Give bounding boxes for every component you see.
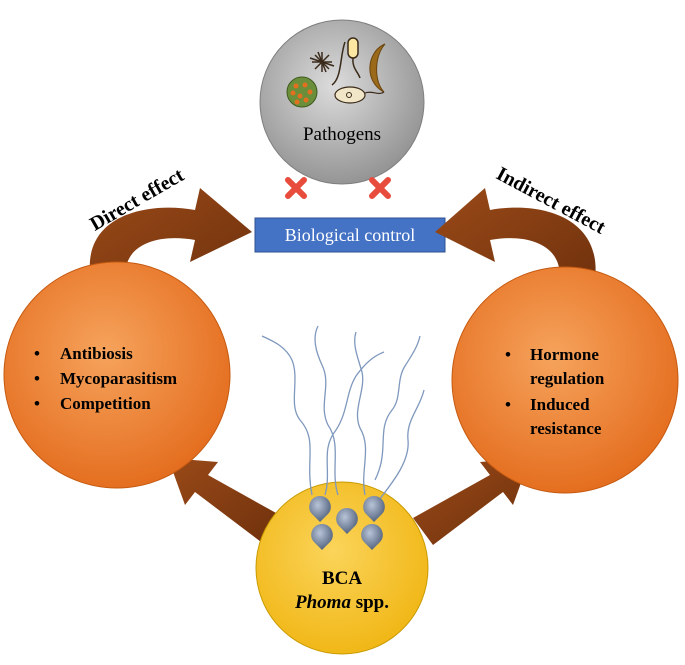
hypha-icon [331, 37, 361, 86]
mechanism-item: regulation [530, 369, 605, 388]
biological-control-label: Biological control [285, 225, 415, 245]
mechanism-item: Competition [60, 394, 151, 413]
left-arrow [168, 458, 285, 545]
mechanism-item: Antibiosis [60, 344, 133, 363]
bullet: • [34, 394, 40, 413]
spore-cluster-icon [286, 76, 318, 108]
indirect-effect-arrow [435, 188, 596, 295]
mechanism-item: Induced [530, 395, 590, 414]
mechanism-item: Mycoparasitism [60, 369, 177, 388]
bca-spp: spp. [351, 592, 389, 613]
bullet: • [34, 344, 40, 363]
bullet: • [505, 395, 511, 414]
bullet: • [505, 345, 511, 364]
oval-cell-icon [334, 86, 385, 104]
bca-node: BCA Phoma spp. [255, 481, 429, 655]
mechanism-item: resistance [530, 419, 602, 438]
pathogens-node: Pathogens [259, 19, 425, 185]
bca-species-label: Phoma spp. [294, 592, 389, 613]
cross-icon [285, 177, 307, 199]
spore-bulb-icon [309, 496, 385, 550]
bullet: • [34, 369, 40, 388]
biological-control-box: Biological control [254, 217, 446, 253]
indirect-mechanisms-node: • Hormone regulation • Induced resistanc… [451, 266, 679, 494]
right-arrow [413, 458, 530, 545]
direct-mechanisms-node: • Antibiosis • Mycoparasitism • Competit… [3, 261, 231, 489]
hyphae-icon [261, 325, 425, 506]
cross-icon [369, 177, 391, 199]
direct-effect-arrow [89, 188, 252, 295]
pathogens-label: Pathogens [303, 124, 381, 145]
microbe-spiky-icon [309, 51, 335, 73]
bca-genus: Phoma [294, 592, 351, 613]
mechanism-item: Hormone [530, 345, 599, 364]
bca-label: BCA [322, 568, 362, 589]
